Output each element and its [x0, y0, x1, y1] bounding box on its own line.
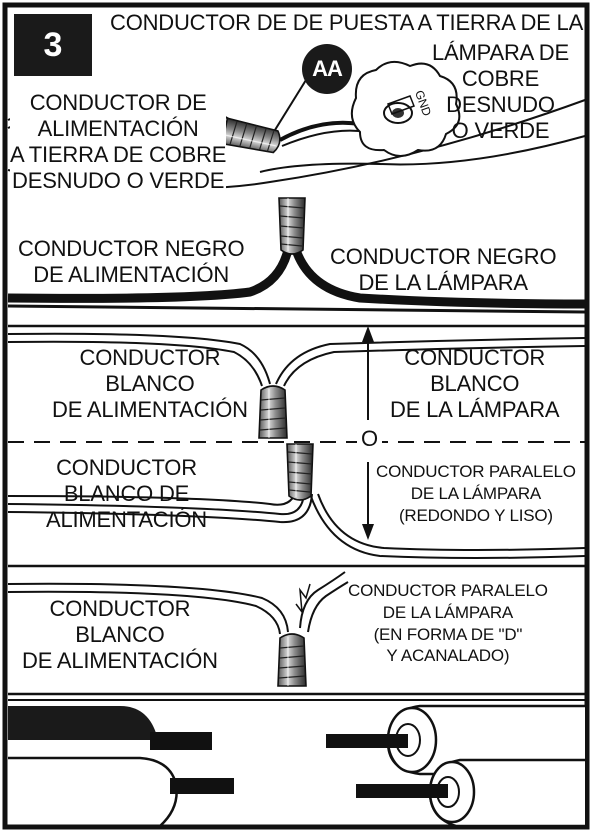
wire-end-detail — [8, 699, 585, 828]
white-supply-label: CONDUCTOR BLANCO DE ALIMENTACIÓN — [52, 345, 248, 422]
marker-aa-badge: AA — [302, 44, 352, 94]
white-fixture-label: CONDUCTOR BLANCO DE LA LÁMPARA — [390, 345, 560, 422]
black-supply-label: CONDUCTOR NEGRO DE ALIMENTACIÓN — [18, 236, 245, 287]
white-wire-connection — [7, 324, 586, 443]
white-supply-alt-label: CONDUCTOR BLANCO DE ALIMENTACIÓN — [46, 455, 207, 532]
white-supply-panel4-label: CONDUCTOR BLANCO DE ALIMENTACIÓN — [22, 596, 218, 673]
parallel-d-label: CONDUCTOR PARALELO DE LA LÁMPARA (EN FOR… — [348, 581, 548, 666]
black-fixture-label: CONDUCTOR NEGRO DE LA LÁMPARA — [330, 244, 557, 295]
parallel-round-label: CONDUCTOR PARALELO DE LA LÁMPARA (REDOND… — [376, 462, 576, 525]
or-separator-label: O — [357, 428, 383, 450]
ground-fixture-label-top: CONDUCTOR DE DE PUESTA A TIERRA DE LA — [110, 10, 584, 35]
black-wire-connection — [7, 197, 586, 314]
ground-supply-label: CONDUCTOR DE ALIMENTACIÓN A TIERRA DE CO… — [10, 90, 227, 194]
parallel-round-wire-connection — [7, 443, 586, 568]
step-number-badge: 3 — [14, 14, 92, 76]
parallel-d-wire-connection — [7, 571, 585, 696]
ground-fixture-label: LÁMPARA DE COBRE DESNUDO O VERDE — [432, 40, 569, 143]
